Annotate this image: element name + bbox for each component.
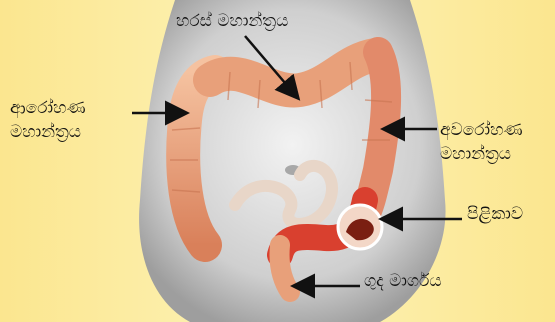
label-text-line2: මහාන්ත්‍රය [10, 120, 130, 144]
label-text-line1: අවරෝහණ [440, 118, 555, 142]
label-transverse-colon: හරස් මහාන්ත්‍රය [176, 9, 288, 33]
label-text: පිළිකාව [467, 202, 523, 226]
label-text-line1: ආරෝහණ [10, 96, 130, 120]
label-rectum: ගුද මාර්ගය [364, 269, 442, 293]
label-text: හරස් මහාන්ත්‍රය [176, 9, 288, 33]
label-text: ගුද මාර්ගය [364, 269, 442, 293]
label-ascending-colon: ආරෝහණ මහාන්ත්‍රය [10, 96, 130, 144]
rectum-segment [279, 245, 290, 292]
label-descending-colon: අවරෝහණ මහාන්ත්‍රය [440, 118, 555, 166]
label-tumor: පිළිකාව [467, 202, 523, 226]
label-text-line2: මහාන්ත්‍රය [440, 142, 555, 166]
